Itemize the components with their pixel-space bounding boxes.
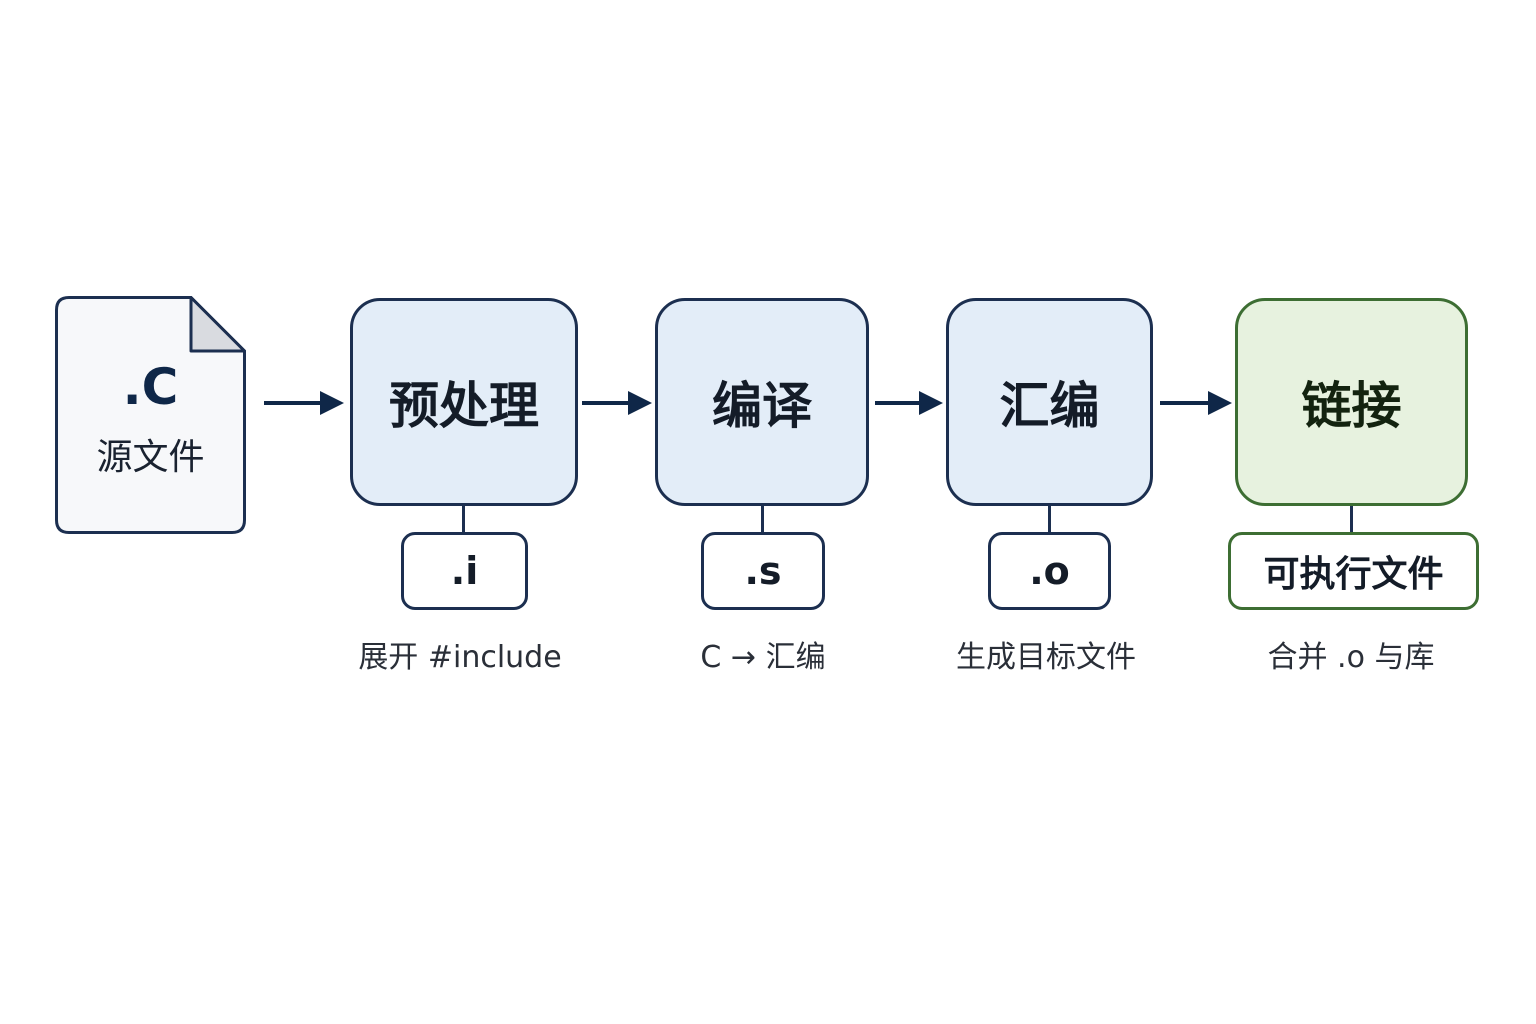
stage-preprocess: 预处理 [350,298,578,506]
document-icon [55,296,246,534]
source-label: 源文件 [96,437,205,478]
connector-line [761,506,764,533]
arrow-icon [1160,391,1232,415]
stage-assemble: 汇编 [946,298,1153,506]
arrow-icon [582,391,652,415]
arrow-icon [264,391,344,415]
source-file-document [55,296,246,534]
output-i-file: .i [401,532,528,610]
stage-description: 合并 .o 与库 [1267,640,1435,675]
output-executable: 可执行文件 [1228,532,1479,610]
stage-description: 展开 #include [358,640,562,675]
stage-link: 链接 [1235,298,1468,506]
connector-line [1350,506,1353,533]
stage-description: C → 汇编 [700,640,826,675]
stage-description: 生成目标文件 [956,640,1136,675]
arrow-icon [875,391,943,415]
output-s-file: .s [701,532,825,610]
connector-line [462,506,465,533]
connector-line [1048,506,1051,533]
output-o-file: .o [988,532,1111,610]
stage-compile: 编译 [655,298,869,506]
source-extension: .C [122,358,179,416]
